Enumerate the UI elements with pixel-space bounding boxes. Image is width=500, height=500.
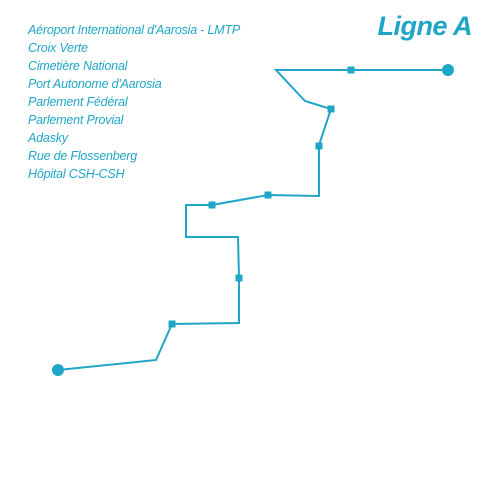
stop-marker xyxy=(168,320,176,328)
stop-marker xyxy=(208,201,216,209)
stop-name: Croix Verte xyxy=(28,41,88,55)
stop-name: Adasky xyxy=(28,131,68,145)
stop-name: Parlement Provial xyxy=(28,113,124,127)
stop-marker xyxy=(264,191,272,199)
stop-marker xyxy=(315,142,323,150)
terminus-marker xyxy=(52,364,64,376)
stop-name: Hôpital CSH-CSH xyxy=(28,167,125,181)
stop-marker xyxy=(235,274,243,282)
terminus-marker xyxy=(442,64,454,76)
line-title: Ligne A xyxy=(377,11,473,41)
stop-name: Parlement Fédéral xyxy=(28,95,128,109)
stop-name: Aéroport International d'Aarosia - LMTP xyxy=(28,23,241,37)
route-line xyxy=(57,69,448,371)
stop-marker xyxy=(327,105,335,113)
stop-list: Aéroport International d'Aarosia - LMTP … xyxy=(28,21,240,183)
stop-name: Rue de Flossenberg xyxy=(28,149,137,163)
stop-marker xyxy=(347,66,355,74)
stop-name: Cimetière National xyxy=(28,59,128,73)
stop-name: Port Autonome d'Aarosia xyxy=(28,77,162,91)
